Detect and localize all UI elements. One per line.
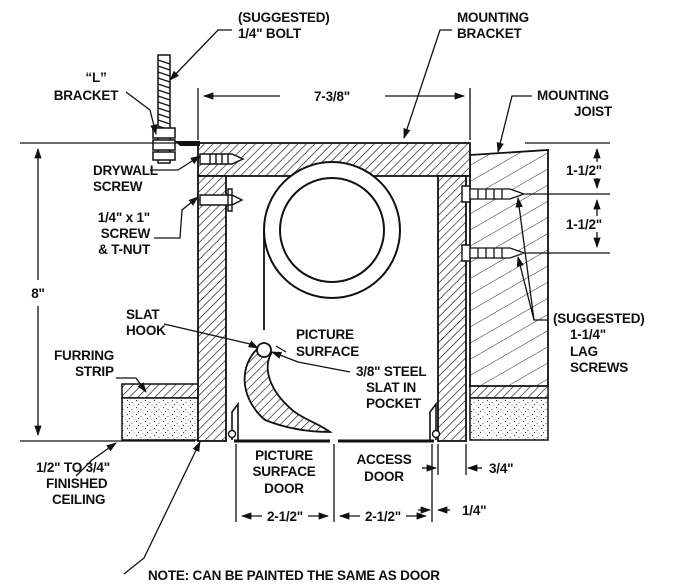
left-wall [197, 175, 227, 442]
label-picture-surface-door: SURFACE [252, 464, 315, 479]
steel-slat [256, 342, 272, 358]
slat-hook [243, 343, 333, 433]
label-l-bracket: BRACKET [54, 88, 120, 103]
label-lag-screws: 1-1/4" [570, 327, 606, 342]
mounting-joist [469, 149, 549, 387]
lag-screws [461, 185, 526, 262]
label-door-width-right: 2-1/2" [365, 509, 401, 524]
right-wall [437, 175, 467, 442]
label-mounting-joist: JOIST [574, 104, 613, 119]
label-picture-surface: PICTURE [296, 327, 354, 342]
label-mounting-joist: MOUNTING [537, 88, 609, 103]
label-furring-strip: STRIP [75, 364, 114, 379]
finished-ceiling-left [121, 383, 201, 441]
label-door-width-left: 2-1/2" [267, 509, 303, 524]
label-spacing-upper: 1-1/2" [566, 163, 602, 178]
label-steel-slat: POCKET [366, 396, 422, 411]
picture-roller [263, 161, 401, 299]
label-access-door: DOOR [364, 469, 404, 484]
label-mounting-bracket: BRACKET [457, 26, 523, 41]
label-access-door: ACCESS [356, 452, 411, 467]
finished-ceiling-right [469, 383, 549, 441]
screw-t-nut [199, 188, 244, 212]
label-finished-ceiling: CEILING [52, 492, 105, 507]
callout-labels: (SUGGESTED) 1/4" BOLT MOUNTING BRACKET “… [31, 10, 645, 583]
label-furring-strip: FURRING [54, 348, 114, 363]
label-screw-t-nut: SCREW [101, 226, 151, 241]
label-screw-t-nut: & T-NUT [98, 242, 151, 257]
dimension-lines [20, 88, 610, 522]
label-lag-screws: (SUGGESTED) [553, 311, 645, 326]
label-height-total: 8" [31, 286, 45, 301]
label-screw-t-nut: 1/4" x 1" [98, 210, 150, 225]
label-drywall-screw: DRYWALL [93, 163, 158, 178]
label-suggested-bolt: (SUGGESTED) [238, 10, 330, 25]
label-picture-surface: SURFACE [296, 344, 359, 359]
label-picture-surface-door: DOOR [264, 481, 304, 496]
label-finished-ceiling: 1/2" TO 3/4" [36, 460, 110, 475]
label-l-bracket: “L” [85, 70, 106, 85]
label-gap: 1/4" [462, 503, 486, 518]
leader-lines [75, 29, 548, 575]
label-slat-hook: HOOK [126, 323, 166, 338]
label-slat-hook: SLAT [126, 307, 160, 322]
suggested-bolt [152, 54, 176, 164]
label-lag-screws: SCREWS [570, 360, 628, 375]
label-finished-ceiling: FINISHED [46, 476, 108, 491]
drywall-screw [199, 153, 245, 165]
label-picture-surface-door: PICTURE [255, 448, 313, 463]
label-wall-thickness: 3/4" [489, 461, 513, 476]
label-spacing-lower: 1-1/2" [566, 217, 602, 232]
label-suggested-bolt: 1/4" BOLT [238, 26, 302, 41]
doors [227, 401, 441, 443]
label-note: NOTE: CAN BE PAINTED THE SAME AS DOOR [148, 568, 440, 583]
label-width-total: 7-3/8" [314, 89, 350, 104]
label-drywall-screw: SCREW [93, 179, 143, 194]
label-mounting-bracket: MOUNTING [457, 10, 529, 25]
label-steel-slat: SLAT IN [366, 380, 416, 395]
label-lag-screws: LAG [570, 344, 598, 359]
label-steel-slat: 3/8" STEEL [356, 364, 426, 379]
